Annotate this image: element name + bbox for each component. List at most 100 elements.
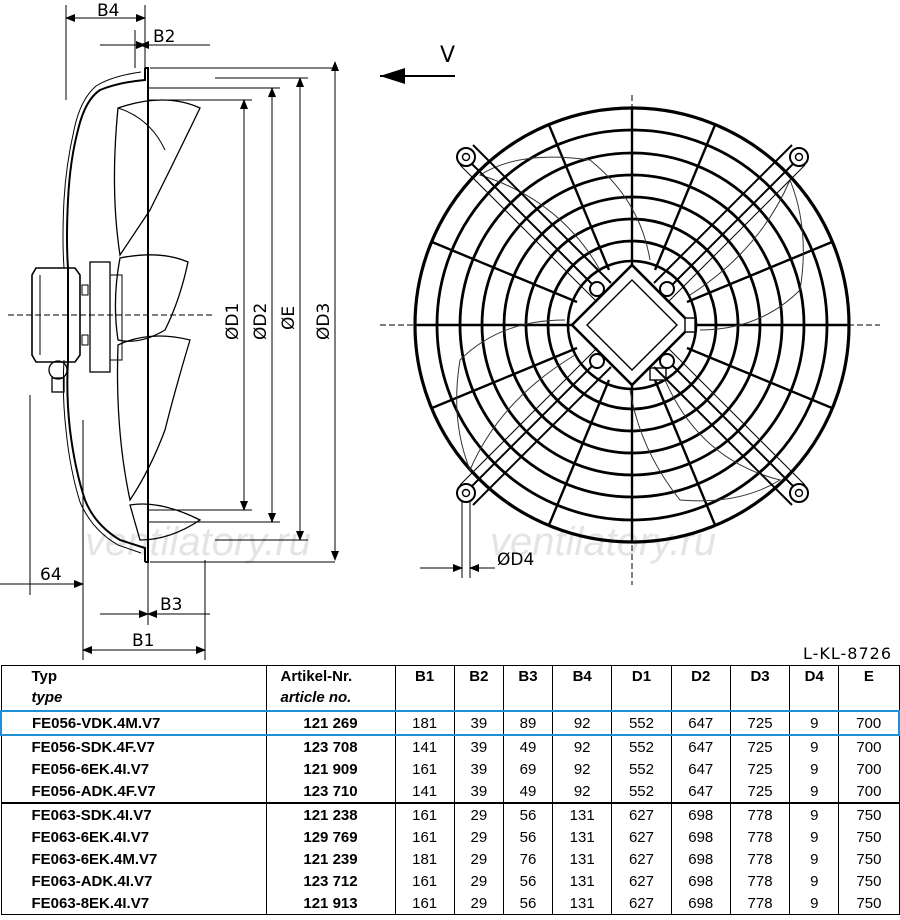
cell-b4: 92: [552, 758, 613, 780]
cell-type: FE056-6EK.4I.V7: [0, 758, 267, 780]
cell-type: FE063-SDK.4I.V7: [0, 802, 267, 826]
header-b3: B3: [502, 665, 554, 712]
cell-d2: 698: [670, 892, 731, 915]
label-b1: B1: [132, 631, 154, 651]
label-b2: B2: [153, 27, 175, 47]
cell-article: 123 712: [265, 870, 396, 892]
cell-b1: 161: [394, 870, 455, 892]
cell-article: 123 708: [265, 735, 396, 758]
cell-e: 700: [838, 758, 900, 780]
cell-b4: 131: [552, 870, 613, 892]
cell-d4: 9: [789, 735, 840, 758]
cell-e: 750: [838, 802, 900, 826]
fan-technical-drawing: ventilatory.ru ventilatory.ru: [0, 1, 880, 660]
cell-b1: 141: [394, 780, 455, 803]
side-view-dimensions: [0, 5, 339, 660]
cell-b1: 161: [394, 892, 455, 915]
header-b4: B4: [552, 665, 613, 712]
header-type-en: type: [31, 689, 63, 706]
header-article-de: Artikel-Nr.: [280, 668, 353, 685]
cell-d4: 9: [789, 848, 840, 870]
cell-d3: 725: [729, 758, 791, 780]
cell-e: 700: [838, 710, 900, 736]
cell-d1: 552: [611, 735, 672, 758]
cell-d4: 9: [789, 802, 840, 826]
cell-b1: 181: [394, 848, 455, 870]
cell-d1: 552: [611, 758, 672, 780]
cell-b3: 69: [502, 758, 554, 780]
cell-b3: 49: [502, 735, 554, 758]
cell-article: 121 909: [265, 758, 396, 780]
cell-b2: 39: [453, 758, 504, 780]
header-d4: D4: [789, 665, 840, 712]
cell-d4: 9: [789, 758, 840, 780]
cell-type: FE056-ADK.4F.V7: [0, 780, 267, 803]
header-e: E: [838, 665, 900, 712]
cell-type: FE063-ADK.4I.V7: [0, 870, 267, 892]
cell-article: 121 239: [265, 848, 396, 870]
label-d1: ØD1: [223, 303, 243, 340]
cell-article: 121 238: [265, 802, 396, 826]
cell-e: 750: [838, 892, 900, 915]
label-e: ØE: [279, 306, 299, 330]
cell-b4: 92: [552, 735, 613, 758]
cell-b3: 89: [502, 710, 554, 736]
cell-b1: 161: [394, 802, 455, 826]
cell-article: 121 269: [265, 710, 396, 736]
cell-d3: 778: [729, 870, 791, 892]
cell-d4: 9: [789, 780, 840, 803]
cell-b2: 39: [453, 710, 504, 736]
cell-d2: 698: [670, 802, 731, 826]
cell-article: 121 913: [265, 892, 396, 915]
label-d4: ØD4: [497, 550, 534, 570]
header-b2: B2: [453, 665, 504, 712]
cell-type: FE063-6EK.4M.V7: [0, 848, 267, 870]
header-d3: D3: [729, 665, 791, 712]
cell-b1: 161: [394, 826, 455, 848]
label-view-v: V: [440, 43, 455, 68]
cell-e: 750: [838, 848, 900, 870]
header-d1: D1: [611, 665, 672, 712]
cell-d1: 627: [611, 802, 672, 826]
header-d2: D2: [670, 665, 731, 712]
cell-d4: 9: [789, 710, 840, 736]
cell-e: 750: [838, 826, 900, 848]
header-type-de: Typ: [31, 668, 58, 685]
cell-d3: 725: [729, 710, 791, 736]
cell-d2: 647: [670, 780, 731, 803]
cell-b3: 76: [502, 848, 554, 870]
label-d2: ØD2: [251, 303, 271, 340]
cell-d3: 778: [729, 848, 791, 870]
cell-d2: 647: [670, 710, 731, 736]
header-article: Artikel-Nr. article no.: [265, 665, 396, 712]
label-b3: B3: [160, 595, 182, 615]
cell-b2: 39: [453, 780, 504, 803]
cell-d2: 698: [670, 826, 731, 848]
cell-type: FE063-6EK.4I.V7: [0, 826, 267, 848]
cell-b1: 161: [394, 758, 455, 780]
cell-d2: 647: [670, 758, 731, 780]
view-direction-arrow: [380, 68, 455, 84]
cell-d3: 778: [729, 892, 791, 915]
cell-article: 123 710: [265, 780, 396, 803]
cell-d1: 552: [611, 780, 672, 803]
cell-d1: 627: [611, 870, 672, 892]
cell-type: FE056-VDK.4M.V7: [0, 710, 267, 736]
cell-d4: 9: [789, 892, 840, 915]
watermark-right: ventilatory.ru: [490, 520, 716, 564]
cell-b2: 29: [453, 826, 504, 848]
header-type: Typ type: [0, 665, 267, 712]
cell-b4: 131: [552, 826, 613, 848]
label-d3: ØD3: [314, 303, 334, 340]
side-view: [8, 67, 335, 563]
header-b1: B1: [394, 665, 455, 712]
dimension-table: Typ type Artikel-Nr. article no. B1 B2 B…: [0, 665, 900, 915]
cell-d3: 778: [729, 826, 791, 848]
